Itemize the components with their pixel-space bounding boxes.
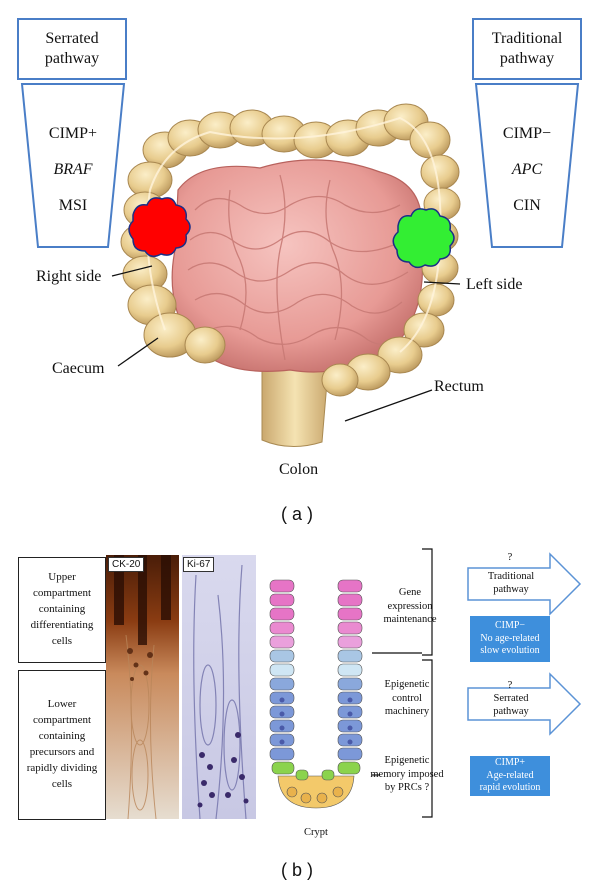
lower-compartment-box: Lower compartment containing precursors … [18,670,106,820]
serrated-pathway-box: Serrated pathway [17,18,127,80]
left-side-leader [423,281,461,285]
right-side-leader [111,265,153,277]
crypt-diagram [269,579,363,809]
serrated-arrow [467,672,582,736]
traditional-arrow [467,552,582,616]
cimp-minus-line3: slow evolution [480,645,540,657]
cimp-plus-label: CIMP+ [48,125,98,142]
green-lesion [392,208,455,269]
left-funnel-text: CIMP+ BRAF MSI [23,116,123,224]
epigenetic-control-label: Epigenetic control machinery [384,679,430,718]
epigenetic-memory-label: Epigenetic memory imposed by PRCs ? [370,755,444,794]
left-side-label: Left side [466,276,523,293]
cin-label: CIN [513,197,541,214]
pathway-arrows [467,552,582,736]
colon-label: Colon [279,461,319,478]
cimp-minus-line2: No age-related [480,632,540,644]
ck20-label: CK-20 [108,557,145,572]
cimp-minus-line1: CIMP− [494,620,526,632]
gene-expression-label: Gene expression maintenance [383,587,437,626]
panel-a-label: ( a ) [281,504,314,524]
msi-label: MSI [58,197,88,214]
left-funnel [20,83,580,248]
brackets [372,548,433,818]
apc-label: APC [511,161,543,178]
upper-compartment-box: Upper compartment containing differentia… [18,557,106,663]
ki67-image [182,555,256,819]
upper-bracket [422,548,433,656]
right-funnel [474,83,580,248]
question-mark-2: ? [507,680,513,691]
rectum-leader [344,389,433,422]
panel-b-label: ( b ) [281,860,314,880]
crypt-label: Crypt [304,827,328,838]
braf-label: BRAF [53,161,93,178]
lower-bracket [422,659,433,818]
serrated-pathway-label: Serrated pathway [44,30,100,67]
caecum-leader [117,337,159,367]
cimp-plus-line3: rapid evolution [479,782,541,794]
serrated-arrow-label: Serrated pathway [493,693,529,717]
traditional-arrow-label: Traditional pathway [487,571,535,595]
rectum-label: Rectum [434,378,484,395]
upper-compartment-text: Upper compartment containing differentia… [30,571,94,647]
cimp-plus-line2: Age-related [486,769,534,781]
red-lesion [128,197,191,258]
ki67-label: Ki-67 [183,557,215,572]
cimp-minus-label: CIMP− [502,125,552,142]
cimp-minus-box: CIMP− No age-related slow evolution [470,616,550,662]
cimp-plus-box: CIMP+ Age-related rapid evolution [470,756,550,796]
lower-compartment-text: Lower compartment containing precursors … [26,698,98,790]
traditional-pathway-box: Traditional pathway [472,18,582,80]
histology-images [106,555,256,819]
question-mark-1: ? [507,552,513,563]
cimp-plus-line1: CIMP+ [494,757,526,769]
caecum-label: Caecum [52,360,105,377]
right-side-label: Right side [36,268,102,285]
colon-illustration [111,103,461,447]
right-funnel-text: CIMP− APC CIN [477,116,577,224]
traditional-pathway-label: Traditional pathway [491,30,563,67]
